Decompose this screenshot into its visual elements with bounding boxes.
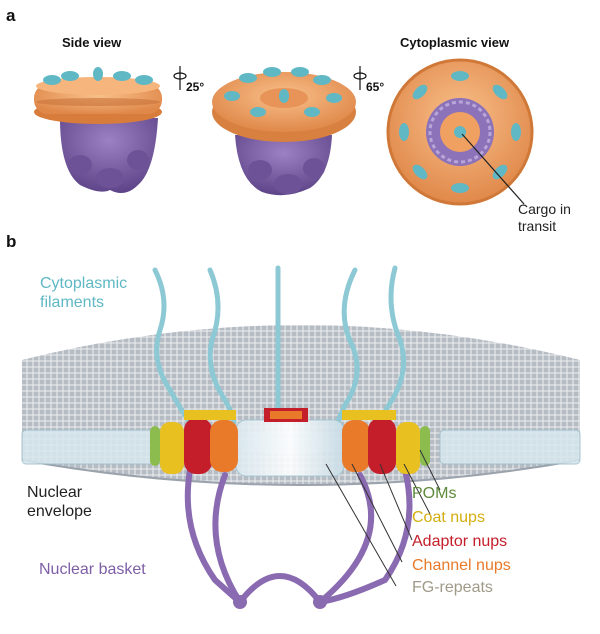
nup-rings-right <box>342 410 430 474</box>
panel-letter-a: a <box>6 6 16 25</box>
label-cytoplasmic-filaments-2: filaments <box>40 294 105 311</box>
label-adaptor-nups: Adaptor nups <box>412 533 508 550</box>
label-nuclear-envelope-1: Nuclear <box>27 484 83 501</box>
nuclear-basket <box>184 467 413 609</box>
cytoplasmic-view-title: Cytoplasmic view <box>400 35 510 50</box>
side-view-title: Side view <box>62 35 122 50</box>
label-coat-nups: Coat nups <box>412 509 485 526</box>
panel-b-illustration <box>21 265 581 609</box>
panel-letter-b: b <box>6 232 17 251</box>
cargo-callout-line1: Cargo in <box>518 201 571 217</box>
label-fg-repeats: FG-repeats <box>412 579 493 596</box>
cargo-callout-line2: transit <box>518 218 557 234</box>
panel-a-structures <box>34 58 534 206</box>
rotation-icon-25 <box>173 66 187 90</box>
label-cytoplasmic-filaments-1: Cytoplasmic <box>40 275 128 292</box>
label-nuclear-basket: Nuclear basket <box>39 561 146 578</box>
side-view-structure <box>34 67 162 194</box>
label-nuclear-envelope-2: envelope <box>27 503 92 520</box>
cytoplasmic-view-structure <box>386 58 534 206</box>
nup-rings-left <box>150 410 238 474</box>
tilted-view-structure <box>212 67 356 196</box>
label-poms: POMs <box>412 485 457 502</box>
rotation-label-25: 25° <box>186 80 205 94</box>
rotation-icon-65 <box>353 66 367 90</box>
label-channel-nups: Channel nups <box>412 557 511 574</box>
rotation-label-65: 65° <box>366 80 385 94</box>
label-leader-lines <box>325 449 441 587</box>
